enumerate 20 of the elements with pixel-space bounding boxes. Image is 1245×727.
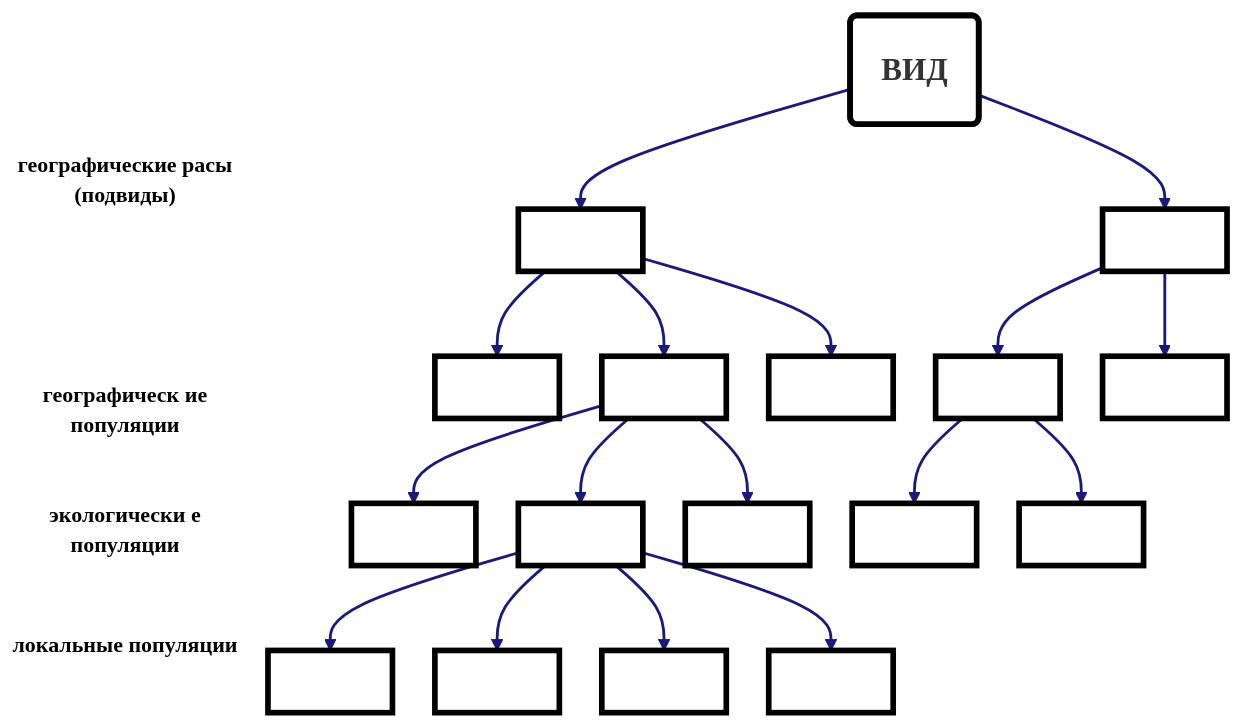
level-label: географические расы (подвиды): [16, 151, 234, 209]
node-box: [265, 647, 396, 715]
node-box: [515, 500, 646, 568]
level-label: географическ ие популяции: [41, 381, 209, 439]
node-box: [1099, 352, 1230, 421]
level-label: локальные популяции: [11, 631, 239, 659]
node-box: [598, 647, 730, 715]
node-box: [932, 352, 1063, 421]
node-box: [515, 205, 646, 274]
node-box: [765, 352, 897, 421]
node-box: [348, 500, 479, 568]
level-label: экологически е популяции: [48, 501, 202, 559]
node-box: [1099, 205, 1230, 274]
node-box: [1016, 500, 1147, 568]
node-box: [765, 647, 897, 715]
node-box: [598, 352, 730, 421]
node-box: [682, 500, 813, 568]
node-box: [432, 647, 563, 715]
node-box: [432, 352, 563, 421]
node-box: [849, 500, 980, 568]
